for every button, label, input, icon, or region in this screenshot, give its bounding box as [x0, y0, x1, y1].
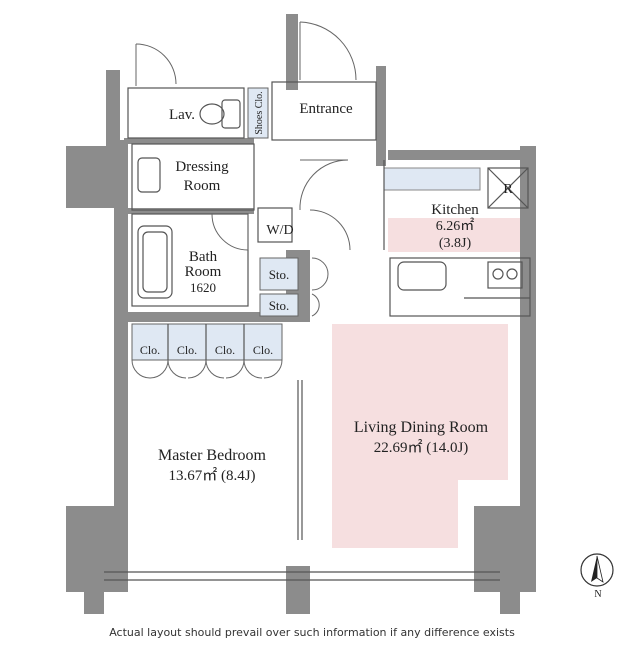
floor-plan: Lav. Shoes Clo. Entrance Dressing Room W… [66, 14, 614, 614]
washer-dryer-label: W/D [266, 223, 293, 238]
storage-1-fill [259, 257, 299, 291]
storage-2-label: Sto. [269, 298, 290, 313]
interior-lines [104, 81, 531, 581]
kitchen-counter-fill [383, 167, 481, 191]
kitchen-area-label: 6.26㎡ [436, 218, 475, 234]
closet-door-arc [243, 359, 263, 379]
room-labels: Lav. Shoes Clo. Entrance Dressing Room W… [140, 91, 514, 484]
wall-segment [114, 140, 128, 580]
wall-segment [286, 566, 310, 614]
compass-needle-icon [591, 556, 597, 582]
closet-label: Clo. [215, 343, 235, 357]
storage-1-label: Sto. [269, 267, 290, 282]
closet-label: Clo. [140, 343, 160, 357]
kitchen-jo-label: (3.8J) [439, 236, 472, 251]
disclaimer-text: Actual layout should prevail over such i… [109, 626, 515, 639]
door-swing-arc [311, 257, 329, 291]
bathtub-inner-icon [142, 231, 168, 293]
wall-segment [500, 580, 520, 614]
master-bedroom-label: Master Bedroom [158, 447, 267, 464]
closet-door-arc [205, 359, 225, 379]
dressing-room-label: Dressing [175, 159, 229, 175]
wall-segment [474, 506, 536, 592]
shoes-closet-fill [247, 87, 269, 139]
wall-segment [376, 66, 386, 166]
wall-segment [388, 150, 534, 160]
room-fills [131, 87, 520, 548]
door-swing-arc [135, 43, 177, 85]
door-swing-arc [309, 209, 351, 251]
doors [131, 21, 357, 379]
master-bedroom-area-label: 13.67㎡ (8.4J) [168, 467, 255, 484]
living-dining-area-label: 22.69㎡ (14.0J) [374, 439, 469, 456]
closet-label: Clo. [177, 343, 197, 357]
wall-segment [84, 580, 104, 614]
door-swing-arc [311, 293, 320, 317]
wall-segment [106, 70, 120, 150]
kitchen-label: Kitchen [431, 202, 479, 218]
bath-room-label: Bath [189, 249, 218, 265]
door-swing-arc [299, 21, 357, 81]
living-dining-room-label: Living Dining Room [354, 419, 489, 436]
cooktop-icon [487, 261, 523, 289]
sink-icon [397, 261, 447, 291]
bathtub-icon [137, 225, 173, 299]
compass-needle-half-icon [596, 555, 604, 583]
closet-door-arc [225, 359, 245, 379]
fixtures [137, 99, 523, 299]
wall-segment [520, 146, 536, 576]
closet-door-arc [263, 359, 283, 379]
wall-segment [124, 138, 254, 144]
shoes-closet-label: Shoes Clo. [254, 91, 265, 134]
kitchen-fill [388, 218, 520, 252]
door-swing-arc [211, 213, 249, 251]
lav-label: Lav. [169, 107, 195, 123]
toilet-icon [221, 99, 241, 129]
toilet-bowl-icon [199, 103, 225, 125]
entrance-label: Entrance [299, 101, 353, 117]
bath-size-label: 1620 [190, 280, 216, 295]
closet-door-arc [187, 359, 207, 379]
refrigerator-label: R [503, 182, 513, 197]
wall-segment [286, 14, 298, 90]
dressing-room-label-2: Room [184, 178, 221, 194]
compass: N [580, 553, 614, 600]
storage-2-fill [259, 293, 299, 317]
burner-icon [506, 268, 518, 280]
closet-door-arc [167, 359, 187, 379]
north-label: N [594, 589, 601, 600]
door-swing-arc [299, 159, 349, 211]
ldk-fill [332, 324, 508, 548]
wall-segment [124, 208, 254, 214]
closet-door-arc [149, 359, 169, 379]
wall-segment [124, 312, 310, 322]
closet-door-arc [131, 359, 151, 379]
wall-segment [66, 506, 128, 592]
closet-row-fill [131, 323, 283, 361]
closet-label: Clo. [253, 343, 273, 357]
burner-icon [492, 268, 504, 280]
bath-room-label-2: Room [185, 264, 222, 280]
basin-icon [137, 157, 161, 193]
